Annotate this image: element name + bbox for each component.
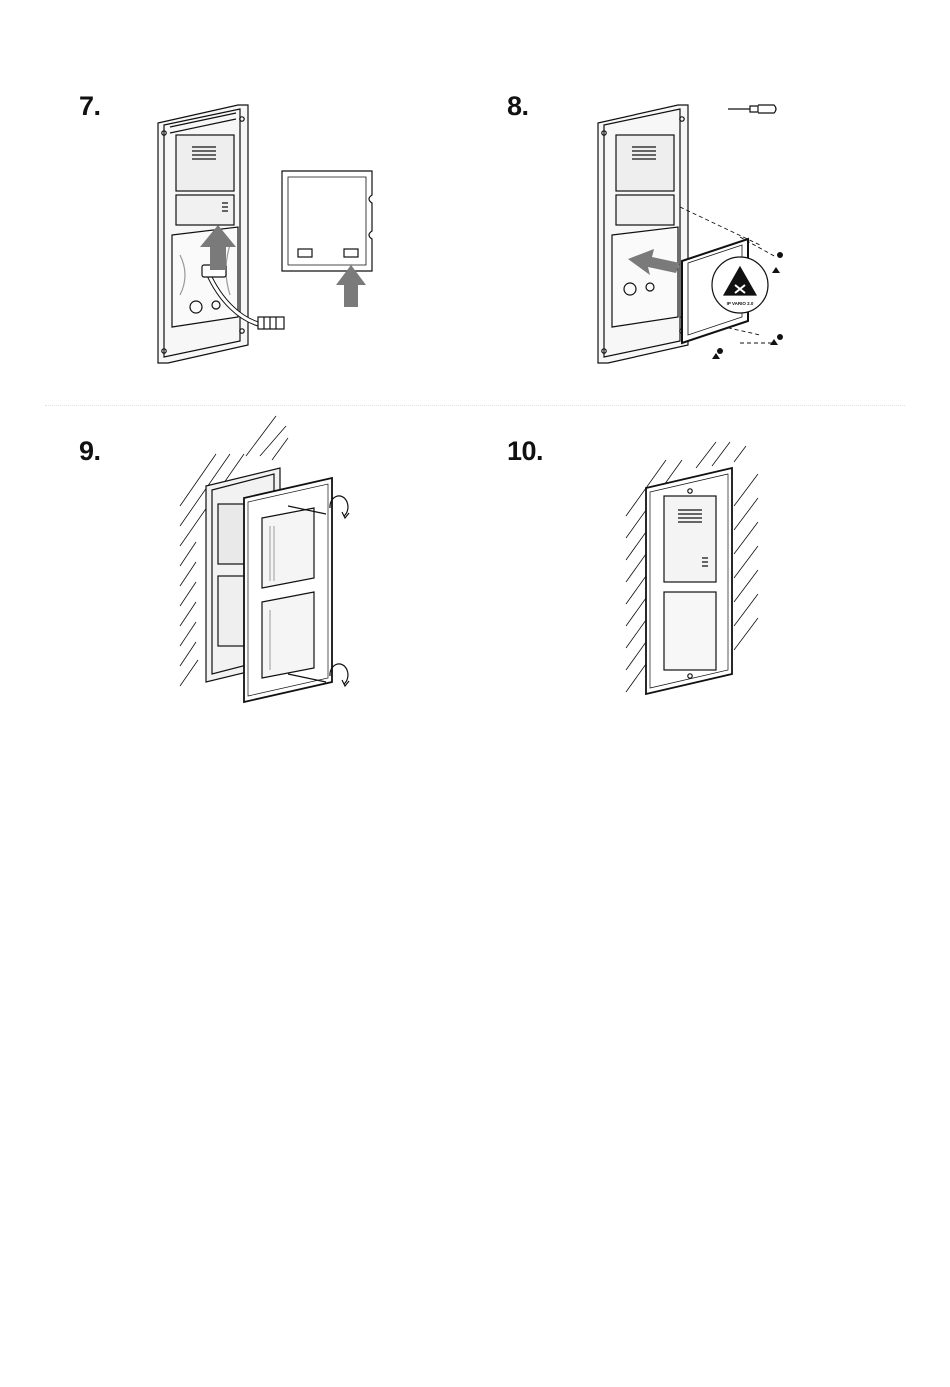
step-9-illustration: [176, 446, 366, 711]
step-8-badge-text: IP VARIO 2.0: [727, 301, 754, 306]
step-8-illustration: IP VARIO 2.0: [590, 95, 830, 370]
step-9-number: 9.: [79, 436, 101, 467]
step-7-illustration: [150, 95, 390, 370]
step-10-number: 10.: [507, 436, 543, 467]
step-7-number: 7.: [79, 91, 101, 122]
section-divider: [45, 405, 905, 406]
step-8-number: 8.: [507, 91, 529, 122]
step-10-illustration: [622, 446, 762, 711]
